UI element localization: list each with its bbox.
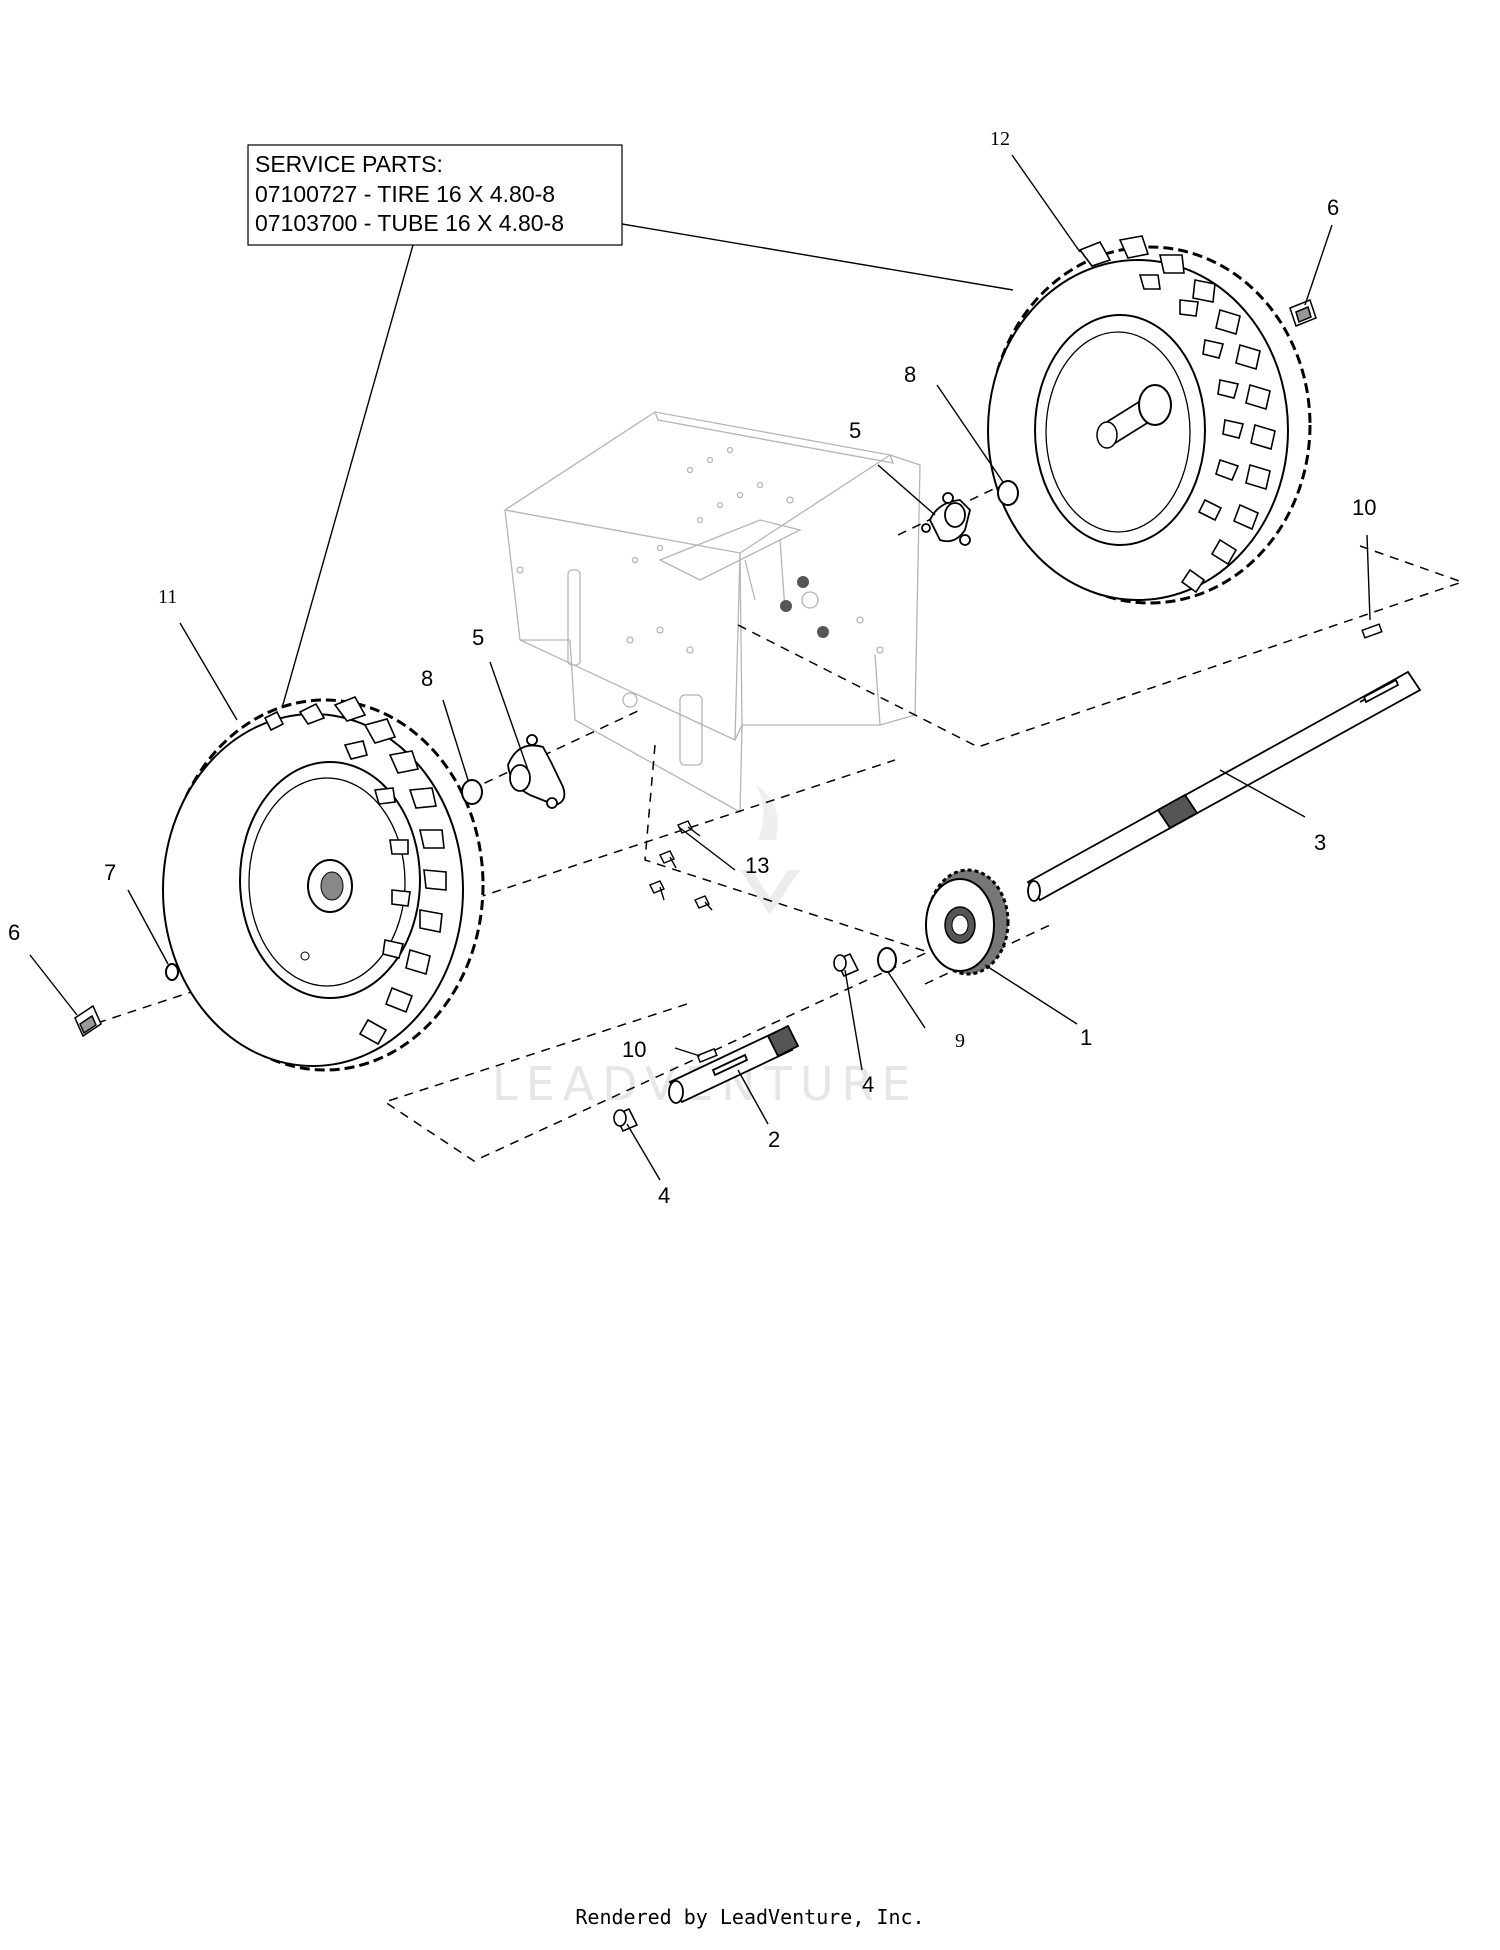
callout-1: 1 bbox=[1080, 1025, 1092, 1050]
right-wheel bbox=[987, 235, 1312, 605]
short-shaft bbox=[668, 1024, 800, 1104]
hub-cap-left bbox=[74, 1004, 102, 1038]
callout-leaders bbox=[29, 154, 1371, 1181]
callout-7: 7 bbox=[104, 860, 116, 885]
bearing-flange-left bbox=[507, 734, 566, 809]
callout-5-right: 5 bbox=[849, 418, 861, 443]
callout-10-upper: 10 bbox=[1352, 495, 1376, 520]
callout-6-left: 6 bbox=[8, 920, 20, 945]
left-wheel bbox=[162, 695, 485, 1072]
callout-2: 2 bbox=[768, 1127, 780, 1152]
hub-cap-right bbox=[1289, 299, 1317, 327]
callout-4-upper: 4 bbox=[862, 1072, 874, 1097]
service-parts-box: SERVICE PARTS: 07100727 - TIRE 16 X 4.80… bbox=[247, 144, 623, 246]
key-upper bbox=[1361, 623, 1383, 639]
retaining-ring bbox=[165, 963, 179, 981]
bushing-upper bbox=[833, 952, 860, 978]
chassis-frame bbox=[503, 411, 921, 814]
callout-8-left: 8 bbox=[421, 666, 433, 691]
callout-8-right: 8 bbox=[904, 362, 916, 387]
drive-gear bbox=[925, 868, 1010, 976]
axle-shaft bbox=[1026, 670, 1422, 902]
callout-4-lower: 4 bbox=[658, 1183, 670, 1208]
left-tire-treads bbox=[263, 695, 447, 1046]
watermark-logo bbox=[740, 785, 800, 915]
callout-3: 3 bbox=[1314, 830, 1326, 855]
washer-left bbox=[461, 779, 483, 805]
service-leaders bbox=[281, 223, 1014, 709]
callout-13: 13 bbox=[745, 853, 769, 878]
bolts bbox=[649, 820, 713, 911]
right-tire-treads bbox=[1078, 235, 1276, 594]
service-parts-tire: 07100727 - TIRE 16 X 4.80-8 bbox=[255, 181, 555, 207]
footer-credit: Rendered by LeadVenture, Inc. bbox=[575, 1905, 925, 1929]
callout-9: 9 bbox=[955, 1030, 965, 1052]
frame-nuts bbox=[780, 576, 829, 638]
key-lower bbox=[696, 1047, 718, 1064]
bearing-flange-right bbox=[921, 492, 971, 546]
service-parts-heading: SERVICE PARTS: bbox=[255, 151, 443, 177]
callout-11: 11 bbox=[158, 586, 177, 608]
callout-10-lower: 10 bbox=[622, 1037, 646, 1062]
callout-12: 12 bbox=[990, 128, 1010, 150]
callout-6-right: 6 bbox=[1327, 195, 1339, 220]
bushing-lower bbox=[613, 1107, 639, 1133]
callout-5-left: 5 bbox=[472, 625, 484, 650]
callout-labels: 12 6 8 5 10 11 5 8 7 6 3 13 1 9 10 4 2 4 bbox=[8, 128, 1376, 1208]
service-parts-tube: 07103700 - TUBE 16 X 4.80-8 bbox=[255, 210, 564, 236]
washer-right bbox=[997, 480, 1019, 506]
thrust-washer bbox=[877, 947, 897, 973]
